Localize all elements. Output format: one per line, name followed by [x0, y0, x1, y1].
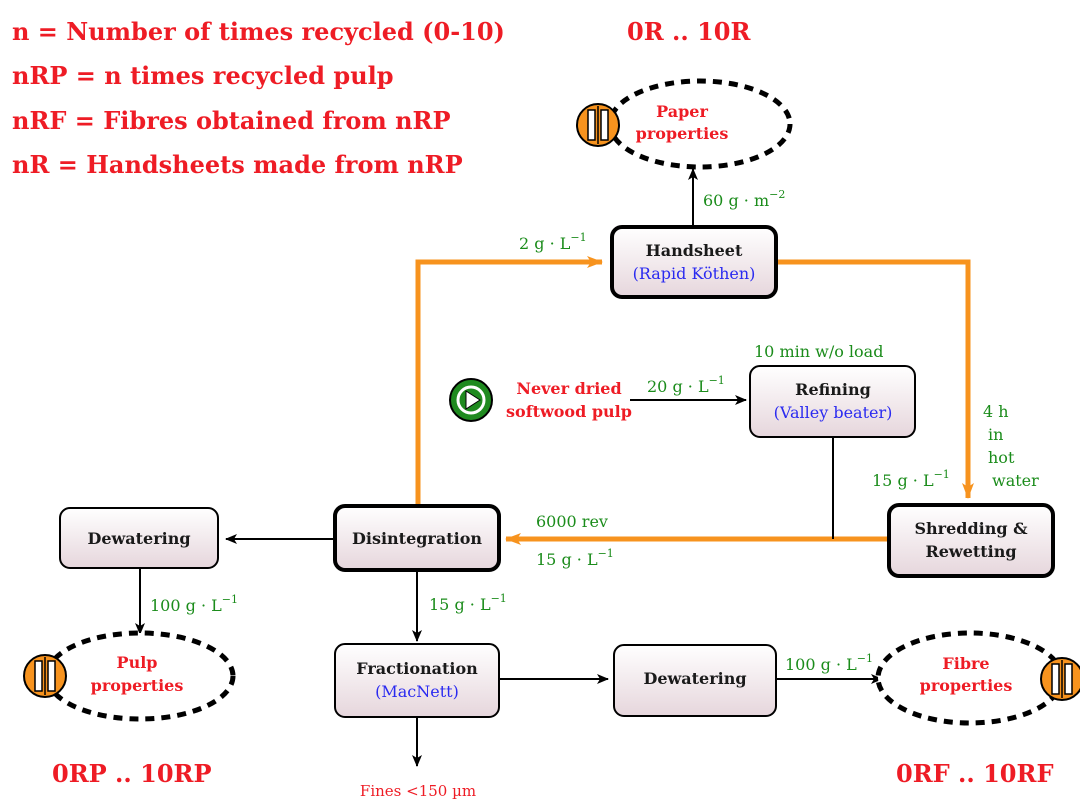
pulp-properties-line1: Pulp [117, 653, 158, 672]
handsheet-title: Handsheet [646, 241, 743, 260]
oval-pulp-properties: Pulp properties [44, 630, 236, 722]
label-paper-grammage: 60 g · m−2 [703, 188, 785, 210]
box-refining: Refining (Valley beater) [749, 365, 916, 438]
range-pulp: 0RP .. 10RP [52, 759, 212, 788]
dewatering-right-title: Dewatering [643, 669, 746, 688]
label-soak-line4: water [992, 471, 1039, 490]
test-tube-icon [1040, 657, 1080, 701]
start-line2: softwood pulp [506, 402, 632, 421]
disintegration-title: Disintegration [352, 529, 482, 548]
label-fibre-dewater: 100 g · L−1 [785, 652, 873, 674]
range-handsheets: 0R .. 10R [627, 17, 751, 46]
label-soak-line3: hot [988, 448, 1015, 467]
range-fibres: 0RF .. 10RF [896, 759, 1054, 788]
pulp-properties-line2: properties [91, 676, 184, 695]
handsheet-subtitle: (Rapid Köthen) [633, 264, 756, 283]
box-dewatering-right: Dewatering [613, 644, 777, 717]
box-handsheet: Handsheet (Rapid Köthen) [610, 225, 778, 299]
paper-properties-line1: Paper [656, 102, 708, 121]
flow-arrows [135, 168, 883, 767]
legend-line-n: n = Number of times recycled (0-10) [12, 17, 505, 46]
box-shredding: Shredding & Rewetting [887, 503, 1055, 578]
label-soak-line2: in [988, 425, 1003, 444]
test-tube-icon [23, 654, 67, 698]
shredding-line2: Rewetting [925, 542, 1016, 561]
legend-line-nr: nR = Handsheets made from nRP [12, 150, 463, 179]
fibre-properties-line2: properties [920, 676, 1013, 695]
label-fines: Fines <150 µm [360, 782, 476, 800]
fractionation-subtitle: (MacNett) [375, 682, 459, 701]
loop-handsheet-to-shredding [776, 259, 974, 499]
legend-line-nrp: nRP = n times recycled pulp [12, 61, 394, 90]
label-refining-time: 10 min w/o load [754, 342, 883, 361]
refining-title: Refining [795, 380, 871, 399]
label-disintegration-rev: 6000 rev [536, 512, 608, 531]
label-fraction-input: 15 g · L−1 [429, 592, 507, 614]
fibre-properties-line1: Fibre [942, 654, 989, 673]
dewatering-left-title: Dewatering [87, 529, 190, 548]
legend-line-nrf: nRF = Fibres obtained from nRP [12, 106, 451, 135]
box-dewatering-left: Dewatering [59, 507, 219, 569]
refining-subtitle: (Valley beater) [774, 403, 893, 422]
label-pulp-dewater: 100 g · L−1 [150, 593, 238, 615]
loop-disintegration-to-handsheet [415, 256, 603, 512]
label-soak-line1: 4 h [983, 402, 1009, 421]
box-disintegration: Disintegration [333, 504, 501, 572]
shredding-line1: Shredding & [914, 519, 1028, 538]
paper-properties-line2: properties [636, 124, 729, 143]
label-shredding-input: 15 g · L−1 [872, 468, 950, 490]
fractionation-title: Fractionation [356, 659, 478, 678]
label-refining-input: 20 g · L−1 [647, 374, 725, 396]
legend: n = Number of times recycled (0-10) nRP … [12, 17, 505, 179]
start-line1: Never dried [516, 379, 621, 398]
play-icon [449, 378, 493, 422]
label-disintegration-input: 15 g · L−1 [536, 547, 614, 569]
recycling-loop [415, 256, 974, 545]
oval-paper-properties: Paper properties [607, 78, 793, 170]
label-handsheet-input: 2 g · L−1 [519, 231, 587, 253]
test-tube-icon [576, 103, 620, 147]
oval-fibre-properties: Fibre properties [875, 630, 1065, 726]
box-fractionation: Fractionation (MacNett) [334, 643, 500, 718]
